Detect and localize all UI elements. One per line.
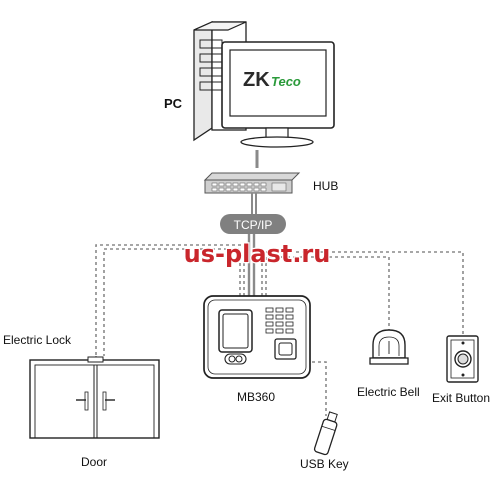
usb-key-label: USB Key xyxy=(300,457,349,471)
door-label: Door xyxy=(81,455,107,469)
tcpip-label: TCP/IP xyxy=(234,218,273,232)
exit-button-icon xyxy=(446,335,479,383)
electric-lock-icon xyxy=(87,356,104,363)
brand-logo-zk: ZK xyxy=(243,69,270,91)
hub-label: HUB xyxy=(313,179,338,193)
electric-bell-label: Electric Bell xyxy=(357,385,420,399)
door-icon xyxy=(29,356,160,439)
usb-key-icon xyxy=(313,411,338,456)
bell-icon xyxy=(369,329,409,365)
fingerprint-terminal-icon xyxy=(203,295,311,379)
device-label: MB360 xyxy=(237,390,275,404)
brand-logo-teco: Teco xyxy=(271,74,301,89)
monitor-icon: ZK Teco xyxy=(221,41,335,148)
tcpip-badge: TCP/IP xyxy=(220,214,286,234)
pc-label: PC xyxy=(164,96,183,111)
watermark-text: us-plast.ru xyxy=(184,240,331,268)
electric-lock-label: Electric Lock xyxy=(3,333,72,347)
exit-button-label: Exit Button xyxy=(432,391,490,405)
network-hub-icon xyxy=(203,172,301,194)
